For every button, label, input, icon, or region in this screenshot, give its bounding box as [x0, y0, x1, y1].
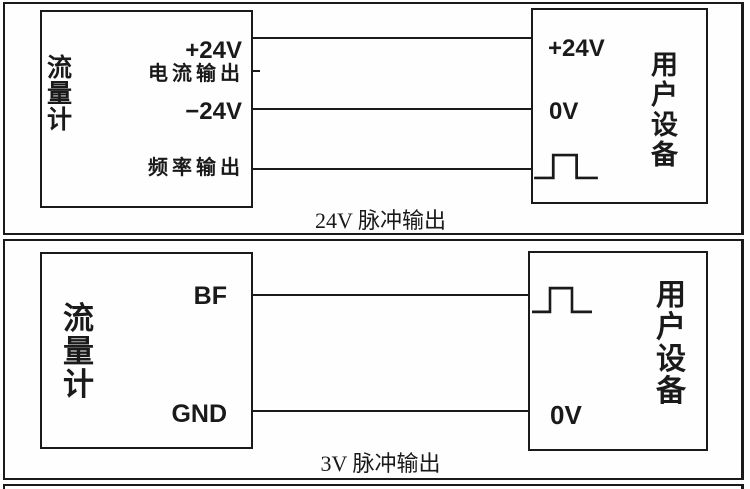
terminal-device-0v: 0V	[550, 400, 582, 430]
flow-meter-box-3v	[40, 252, 253, 449]
terminal-current-output: 电流输出	[148, 63, 244, 85]
flow-meter-title: 流量计	[63, 301, 94, 402]
square-pulse-icon	[532, 286, 592, 314]
section-frame-24v	[3, 2, 744, 235]
wire-minus24v	[251, 108, 532, 110]
caption-3v-pulse-output: 3V 脉冲输出	[320, 451, 441, 476]
wire-bf	[251, 294, 529, 296]
section-frame-3v	[3, 239, 744, 480]
square-pulse-icon	[534, 153, 598, 180]
wire-frequency-output	[251, 168, 532, 170]
caption-24v-pulse-output: 24V 脉冲输出	[315, 208, 446, 233]
wire-gnd	[251, 410, 529, 412]
wire-plus24v	[251, 37, 532, 39]
user-device-box-3v	[528, 251, 708, 451]
terminal-frequency-output: 频率输出	[148, 157, 244, 179]
user-device-title: 用户设备	[656, 279, 686, 408]
next-section-frame-partial	[3, 484, 744, 489]
terminal-minus24v: −24V	[185, 98, 242, 125]
flow-meter-box-24v	[40, 10, 253, 208]
terminal-bf: BF	[193, 282, 227, 310]
terminal-device-plus24v: +24V	[548, 35, 605, 62]
terminal-gnd: GND	[171, 400, 227, 428]
current-output-stub	[251, 70, 260, 72]
terminal-device-0v: 0V	[549, 98, 579, 125]
flow-meter-title: 流量计	[47, 55, 73, 134]
user-device-title: 用户设备	[651, 50, 678, 170]
terminal-plus24v: +24V	[185, 37, 242, 64]
user-device-box-24v	[531, 8, 708, 204]
